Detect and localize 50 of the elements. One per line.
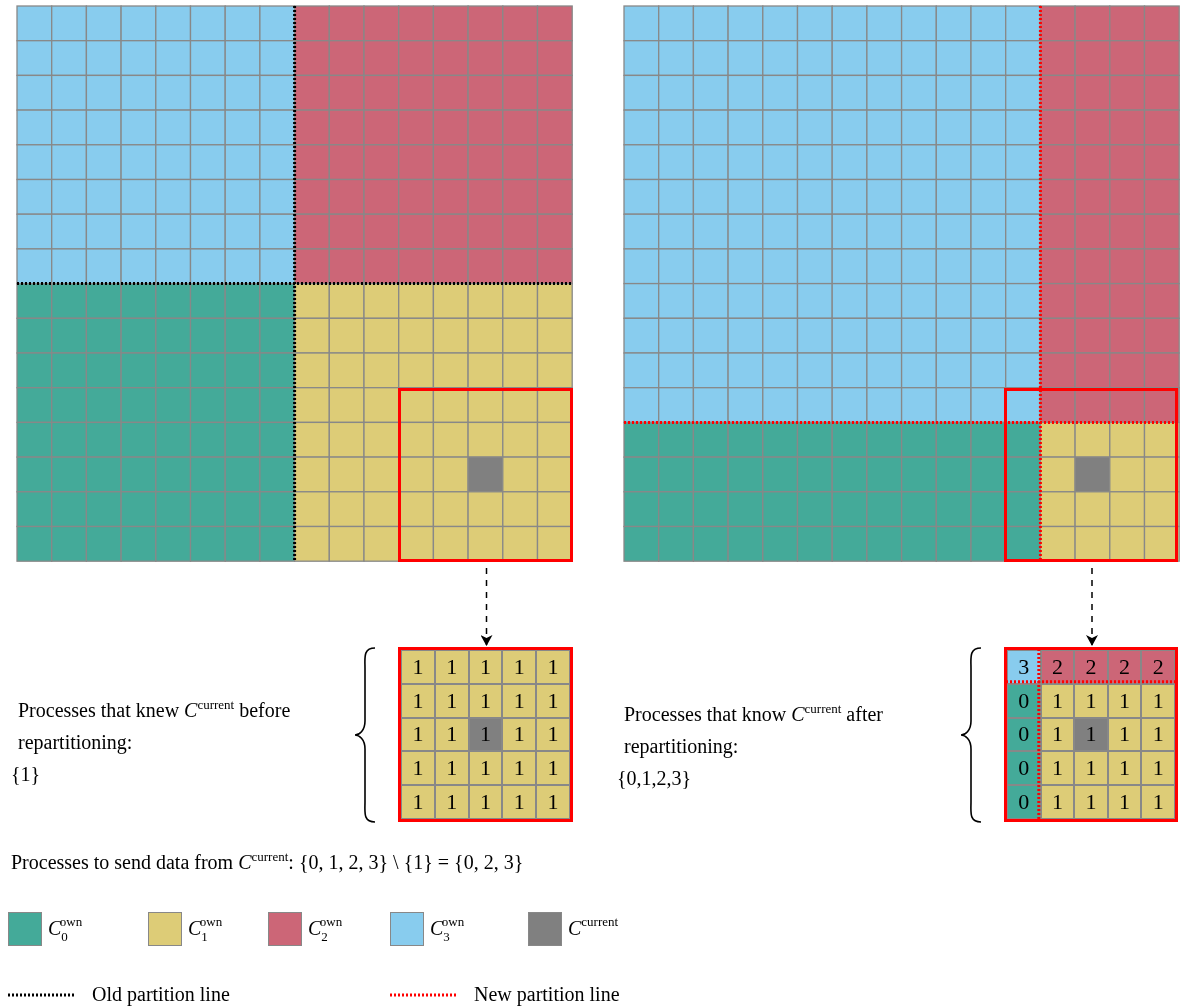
dashed-arrow: [480, 567, 493, 646]
table-cell: 1: [1074, 785, 1108, 819]
table-cell: 0: [1007, 751, 1041, 786]
table-cell: 1: [401, 650, 435, 684]
note-text: {0,1,2,3}: [617, 766, 693, 791]
table-cell: 1: [1074, 751, 1108, 786]
table-cell: 1: [468, 785, 503, 819]
note-text: {1}: [11, 762, 42, 787]
dashed-arrow: [1086, 567, 1098, 646]
table-cell: 1: [468, 650, 503, 684]
table-cell: 1: [401, 683, 435, 718]
table-cell: 1: [1141, 683, 1175, 718]
legend-text: New partition line: [474, 984, 620, 1004]
table-cell: 1: [1107, 785, 1142, 819]
table-cell: 1: [1074, 683, 1108, 718]
table-cell: 2: [1141, 650, 1175, 684]
table-cell: 1: [468, 751, 503, 786]
value-grid: [398, 647, 573, 822]
table-cell: 1: [1107, 751, 1142, 786]
table-cell: 2: [1074, 650, 1108, 684]
legend-text: C$^{current}$: [568, 918, 619, 938]
table-cell: 1: [401, 785, 435, 819]
note-text: Processes to send data from C$^{current}$: {0, 1, 2, 3} \ {1} = {0, 2, 3}: [11, 848, 525, 875]
note-text: Processes that knew C$^{current}$ before repartitioning:: [18, 696, 292, 756]
table-cell: 1: [1141, 717, 1175, 752]
highlight-box: [1004, 388, 1178, 562]
legend-text: Old partition line: [92, 984, 230, 1004]
table-cell: 1: [502, 683, 537, 718]
table-cell: 1: [1141, 785, 1175, 819]
table-cell: 1: [401, 717, 435, 752]
table-cell: 1: [502, 751, 537, 786]
table-cell: 1: [536, 650, 570, 684]
table-cell: 1: [536, 717, 570, 752]
table-cell: 1: [502, 650, 537, 684]
highlight-box: [398, 388, 573, 562]
table-cell: 1: [434, 650, 469, 684]
table-cell: 1: [502, 785, 537, 819]
table-cell: 0: [1007, 785, 1041, 819]
table-cell: 1: [401, 751, 435, 786]
table-cell: 1: [1040, 785, 1075, 819]
table-cell: 1: [536, 683, 570, 718]
table-cell: 1: [434, 751, 469, 786]
table-cell: 1: [1141, 751, 1175, 786]
note-text: Processes that know C$^{current}$ after repartitioning:: [624, 700, 884, 760]
table-cell: 1: [536, 751, 570, 786]
table-cell: 1: [1074, 717, 1108, 752]
table-cell: 1: [434, 785, 469, 819]
table-cell: 1: [1040, 751, 1075, 786]
table-cell: 1: [502, 717, 537, 752]
table-cell: 1: [536, 785, 570, 819]
